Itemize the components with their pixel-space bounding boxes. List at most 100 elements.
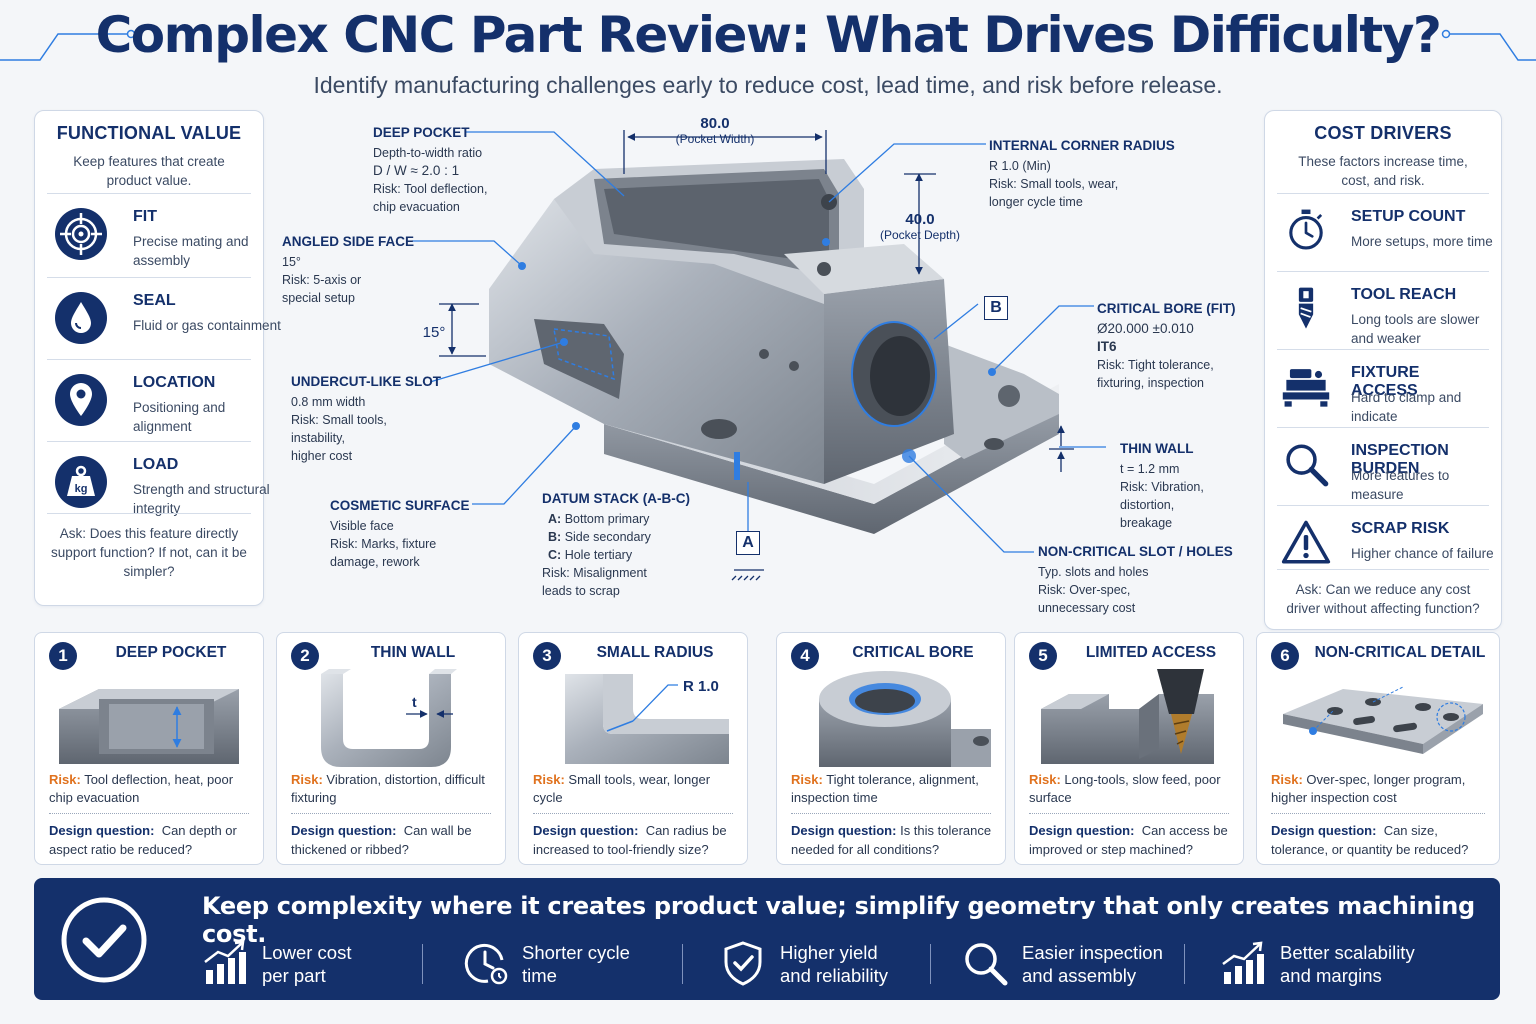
part-flange-hole [701, 419, 737, 439]
droplet-icon [55, 292, 107, 344]
functional-value-title: FUNCTIONAL VALUE [56, 123, 242, 143]
check-circle-icon [61, 897, 147, 983]
weight-kg-icon: kg [55, 456, 107, 508]
cost-item-label: SETUP COUNT [1351, 208, 1466, 225]
cost-item-fixture-access: FIXTURE ACCESS Hard to clamp and indicat… [1277, 349, 1489, 427]
magnifier-icon [965, 943, 1008, 986]
svg-text:t: t [412, 694, 417, 710]
card-risk: Risk: Tool deflection, heat, poor chip e… [49, 772, 234, 805]
benefit-divider [930, 944, 931, 984]
card-design-question: Design question: Can radius be increased… [533, 823, 727, 857]
functional-value-panel: FUNCTIONAL VALUE Keep features that crea… [34, 110, 281, 606]
annotation-datum-stack: DATUM STACK (A-B-C) A: Bottom primary B:… [542, 491, 690, 598]
small-radius-illustration: R 1.0 [565, 674, 729, 764]
growth-chart-icon [1222, 941, 1264, 984]
cost-item-label: SCRAP RISK [1351, 520, 1450, 537]
card-title: THIN WALL [370, 644, 456, 661]
cost-drivers-title: COST DRIVERS [1314, 123, 1452, 143]
card-design-question: Design question: Can access be improved … [1029, 823, 1228, 857]
deep-pocket-illustration [59, 689, 239, 764]
card-title: DEEP POCKET [115, 644, 227, 661]
cost-item-scrap-risk: SCRAP RISK Higher chance of failure [1277, 505, 1494, 583]
card-number: 5 [1029, 642, 1057, 670]
limited-access-illustration [1041, 669, 1214, 764]
value-item-label: FIT [133, 208, 157, 225]
cost-item-label: INSPECTION BURDEN [1351, 442, 1449, 477]
value-item-load: kg LOAD Strength and structural integrit… [47, 441, 270, 523]
cost-item-setup-count: SETUP COUNT More setups, more time [1277, 193, 1493, 271]
card-risk: Risk: Tight tolerance, alignment, inspec… [791, 772, 979, 805]
card-risk: Risk: Vibration, distortion, difficult f… [291, 772, 485, 805]
warning-icon [1281, 520, 1331, 564]
card-number: 3 [533, 642, 561, 670]
card-title: LIMITED ACCESS [1085, 644, 1217, 661]
summary-message: Keep complexity where it creates product… [202, 892, 1475, 948]
thin-wall-illustration: t [321, 669, 457, 767]
stopwatch-icon [1289, 209, 1323, 250]
part-base-flange [604, 404, 1059, 534]
card-risk: Risk: Small tools, wear, longer cycle [533, 772, 711, 805]
shield-check-icon [724, 941, 762, 986]
card-design-question: Design question: Can size, tolerance, or… [1271, 823, 1469, 857]
benefit-divider [682, 944, 683, 984]
annotation-non-critical-holes: NON-CRITICAL SLOT / HOLES Typ. slots and… [1038, 544, 1233, 615]
annotation-undercut-slot: UNDERCUT-LIKE SLOT 0.8 mm width Risk: Sm… [291, 374, 441, 463]
datum-b-tag: B [984, 296, 1008, 320]
cost-item-inspection-burden: INSPECTION BURDEN More features to measu… [1277, 427, 1489, 505]
annotation-deep-pocket: DEEP POCKET Depth-to-width ratio D / W ≈… [373, 125, 488, 214]
card-risk: Risk: Over-spec, longer program, higher … [1271, 772, 1466, 805]
card-risk: Risk: Long-tools, slow feed, poor surfac… [1029, 772, 1221, 805]
card-number: 1 [49, 642, 77, 670]
cost-item-label: FIXTURE ACCESS [1351, 364, 1420, 399]
cost-drivers-subtitle: These factors increase time, cost, and r… [1298, 154, 1468, 188]
value-item-desc: Positioning and alignment [133, 400, 226, 434]
annotation-thin-wall: THIN WALL t = 1.2 mm Risk: Vibration, di… [1120, 441, 1204, 530]
cnc-part-illustration [412, 130, 1106, 581]
annotation-angled-side-face: ANGLED SIDE FACE 15° Risk: 5-axis or spe… [282, 234, 415, 305]
summary-banner: Keep complexity where it creates product… [34, 878, 1500, 1000]
svg-text:R 1.0: R 1.0 [683, 678, 719, 695]
clock-icon [464, 943, 508, 985]
card-title: NON-CRITICAL DETAIL [1314, 644, 1486, 661]
card-divider [1271, 813, 1485, 814]
card-number: 2 [291, 642, 319, 670]
datum-a-tag: A [736, 531, 760, 555]
svg-text:kg: kg [75, 483, 88, 495]
critical-bore-illustration [819, 671, 991, 767]
annotation-internal-corner-radius: INTERNAL CORNER RADIUS R 1.0 (Min) Risk:… [989, 138, 1175, 209]
card-title: SMALL RADIUS [596, 644, 714, 661]
card-design-question: Design question: Can wall be thickened o… [291, 823, 472, 857]
functional-value-question: Ask: Does this feature directly support … [47, 513, 251, 595]
value-item-label: LOCATION [133, 374, 216, 391]
value-item-desc: Strength and structural integrity [133, 482, 270, 516]
cost-drivers-panel: COST DRIVERS These factors increase time… [1264, 110, 1502, 630]
pocket-depth-dimension: 40.0 (Pocket Depth) [879, 211, 961, 242]
value-item-label: LOAD [133, 456, 179, 473]
card-number: 4 [791, 642, 819, 670]
header-decoration-right [1441, 29, 1536, 61]
card-divider [49, 813, 249, 814]
card-critical-bore: 4 CRITICAL BORE Risk: Tight tolerance, a… [776, 632, 1006, 865]
angle-dimension: 15° [422, 324, 446, 341]
annotation-critical-bore: CRITICAL BORE (FIT) Ø20.000 ±0.010 IT6 R… [1097, 301, 1236, 390]
benefit-divider [422, 944, 423, 984]
card-divider [791, 813, 991, 814]
cost-item-desc: Long tools are slower and weaker [1351, 312, 1480, 346]
value-item-label: SEAL [133, 292, 176, 309]
cost-drivers-question: Ask: Can we reduce any cost driver witho… [1277, 569, 1489, 619]
card-thin-wall: 2 THIN WALL t Risk: Vibration, distortio… [276, 632, 506, 865]
header-decoration-left [0, 29, 136, 61]
pocket-width-dimension: 80.0 (Pocket Width) [675, 115, 755, 146]
page-subtitle: Identify manufacturing challenges early … [313, 72, 1223, 98]
card-divider [291, 813, 491, 814]
card-small-radius: 3 SMALL RADIUS R 1.0 Risk: Small tools, … [518, 632, 748, 865]
card-deep-pocket: 1 DEEP POCKET Risk: Tool deflection, hea… [34, 632, 264, 865]
end-mill-icon [1298, 287, 1314, 329]
annotation-cosmetic-surface: COSMETIC SURFACE Visible face Risk: Mark… [330, 498, 470, 569]
non-critical-detail-illustration [1283, 686, 1483, 754]
bar-chart-up-icon [204, 940, 246, 984]
